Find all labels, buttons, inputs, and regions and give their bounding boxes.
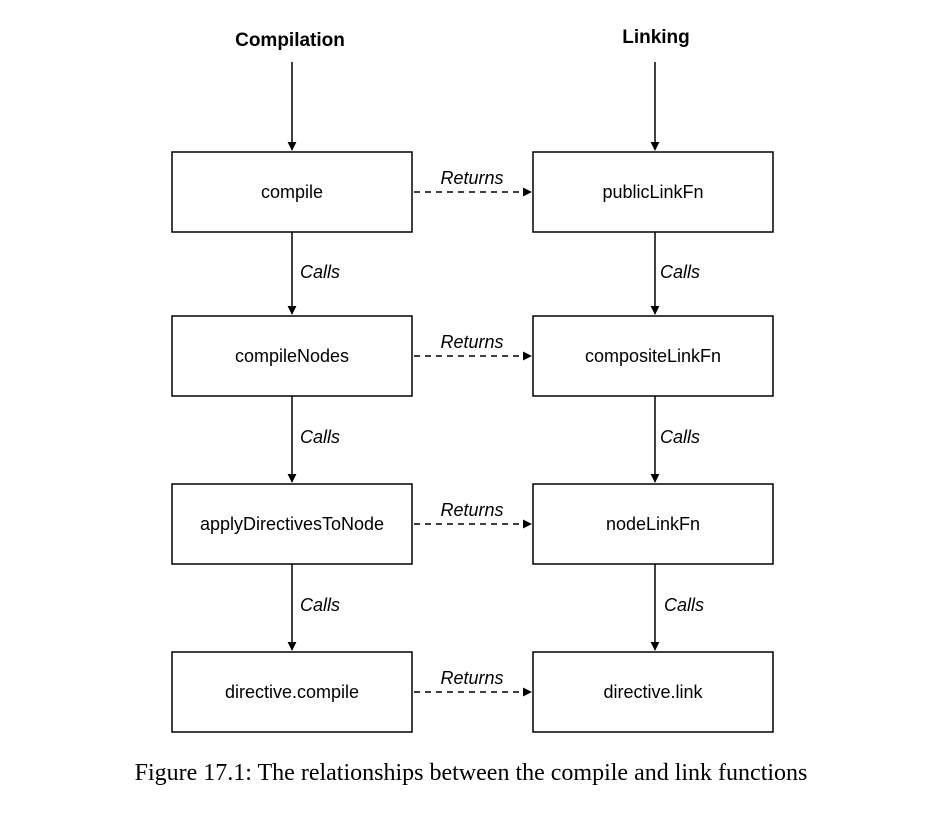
- label-calls-left-1: Calls: [300, 262, 340, 282]
- node-publiclinkfn: publicLinkFn: [532, 151, 774, 233]
- column-header-compilation: Compilation: [235, 30, 345, 51]
- node-publiclinkfn-label: publicLinkFn: [602, 182, 703, 202]
- figure-caption: Figure 17.1: The relationships between t…: [134, 760, 808, 786]
- label-calls-left-2: Calls: [300, 427, 340, 447]
- node-applydirectivestonode-label: applyDirectivesToNode: [200, 514, 384, 534]
- node-compositelinkfn: compositeLinkFn: [532, 315, 774, 397]
- label-returns-2: Returns: [440, 332, 503, 352]
- node-directive-compile: directive.compile: [171, 651, 413, 733]
- node-compile-label: compile: [261, 182, 323, 202]
- label-calls-right-2: Calls: [660, 427, 700, 447]
- column-header-linking: Linking: [622, 27, 690, 48]
- node-compilenodes: compileNodes: [171, 315, 413, 397]
- node-directive-link: directive.link: [532, 651, 774, 733]
- node-compile: compile: [171, 151, 413, 233]
- label-returns-1: Returns: [440, 168, 503, 188]
- node-nodelinkfn-label: nodeLinkFn: [606, 514, 700, 534]
- node-applydirectivestonode: applyDirectivesToNode: [171, 483, 413, 565]
- label-returns-4: Returns: [440, 668, 503, 688]
- node-nodelinkfn: nodeLinkFn: [532, 483, 774, 565]
- node-directive-compile-label: directive.compile: [225, 682, 359, 702]
- label-calls-right-1: Calls: [660, 262, 700, 282]
- node-compilenodes-label: compileNodes: [235, 346, 349, 366]
- node-directive-link-label: directive.link: [603, 682, 703, 702]
- label-returns-3: Returns: [440, 500, 503, 520]
- node-compositelinkfn-label: compositeLinkFn: [585, 346, 721, 366]
- label-calls-right-3: Calls: [664, 595, 704, 615]
- label-calls-left-3: Calls: [300, 595, 340, 615]
